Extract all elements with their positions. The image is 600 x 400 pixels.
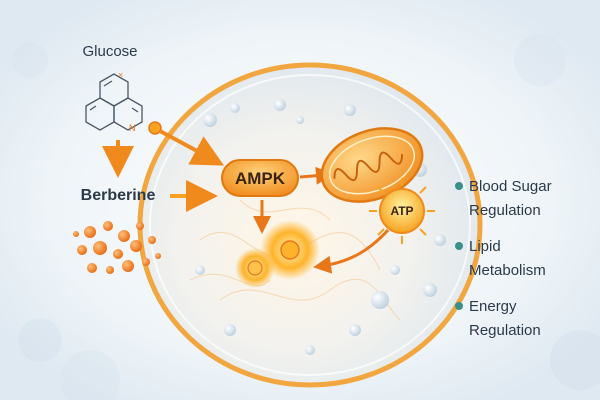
bullet-icon bbox=[455, 182, 463, 190]
effect-line: Blood Sugar bbox=[469, 178, 552, 195]
molecule-atom-label: N bbox=[129, 123, 136, 133]
bullet-icon bbox=[455, 302, 463, 310]
molecule-atom-label: × bbox=[118, 70, 123, 80]
effects-list: Blood Sugar Regulation Lipid Metabolism … bbox=[455, 178, 552, 339]
ampk-node: AMPK bbox=[221, 159, 299, 197]
glucose-molecule-icon bbox=[85, 73, 143, 131]
effect-line: Metabolism bbox=[469, 262, 546, 279]
effect-line: Regulation bbox=[469, 322, 541, 339]
bullet-icon bbox=[455, 242, 463, 250]
atp-label: ATP bbox=[390, 204, 413, 218]
energy-glow bbox=[235, 220, 320, 288]
effect-item-lipid: Lipid Metabolism bbox=[455, 238, 546, 279]
background-speckles bbox=[12, 34, 600, 400]
vesicles bbox=[195, 99, 446, 355]
effect-line: Lipid bbox=[469, 238, 501, 255]
mitochondrion-icon bbox=[320, 127, 424, 203]
effect-line: Energy bbox=[469, 298, 517, 315]
ampk-label: AMPK bbox=[235, 169, 286, 188]
berberine-particles bbox=[73, 221, 161, 274]
cell bbox=[137, 62, 483, 388]
glucose-label: Glucose bbox=[82, 43, 137, 60]
arrow-glucose-to-ampk bbox=[148, 121, 225, 166]
berberine-label: Berberine bbox=[81, 187, 156, 204]
effect-item-energy: Energy Regulation bbox=[455, 298, 541, 339]
effect-line: Regulation bbox=[469, 202, 541, 219]
arrow-atp-to-cell bbox=[313, 228, 390, 274]
atp-burst: ATP bbox=[369, 178, 435, 244]
effect-item-blood-sugar: Blood Sugar Regulation bbox=[455, 178, 552, 219]
atp-rays bbox=[369, 178, 435, 244]
